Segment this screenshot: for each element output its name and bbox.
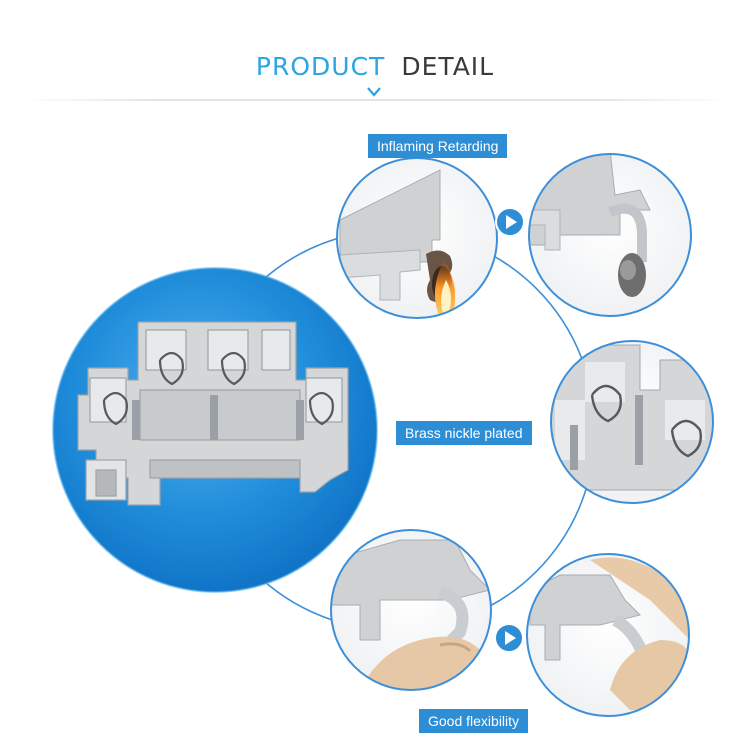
- chevron-down-icon: [367, 87, 381, 97]
- feature-label-inflaming: Inflaming Retarding: [368, 134, 508, 158]
- main-product-circle: [52, 267, 378, 593]
- header: PRODUCT DETAIL: [0, 0, 750, 110]
- feature-label-brass: Brass nickle plated: [396, 421, 532, 445]
- detail-flexed: [526, 553, 690, 717]
- play-arrow-icon: [494, 623, 524, 653]
- page-title: PRODUCT DETAIL: [0, 52, 750, 81]
- play-arrow-icon: [495, 207, 525, 237]
- detail-after-burn: [528, 153, 692, 317]
- feature-label-flexibility: Good flexibility: [419, 709, 529, 733]
- title-rest: DETAIL: [401, 52, 495, 81]
- detail-brass-springs: [550, 340, 714, 504]
- detail-flame-test: [336, 157, 498, 319]
- detail-bending: [330, 529, 492, 691]
- spring-clamps: [102, 351, 334, 426]
- brass-bars: [132, 395, 304, 440]
- header-divider: [20, 99, 730, 101]
- title-highlight: PRODUCT: [255, 52, 386, 81]
